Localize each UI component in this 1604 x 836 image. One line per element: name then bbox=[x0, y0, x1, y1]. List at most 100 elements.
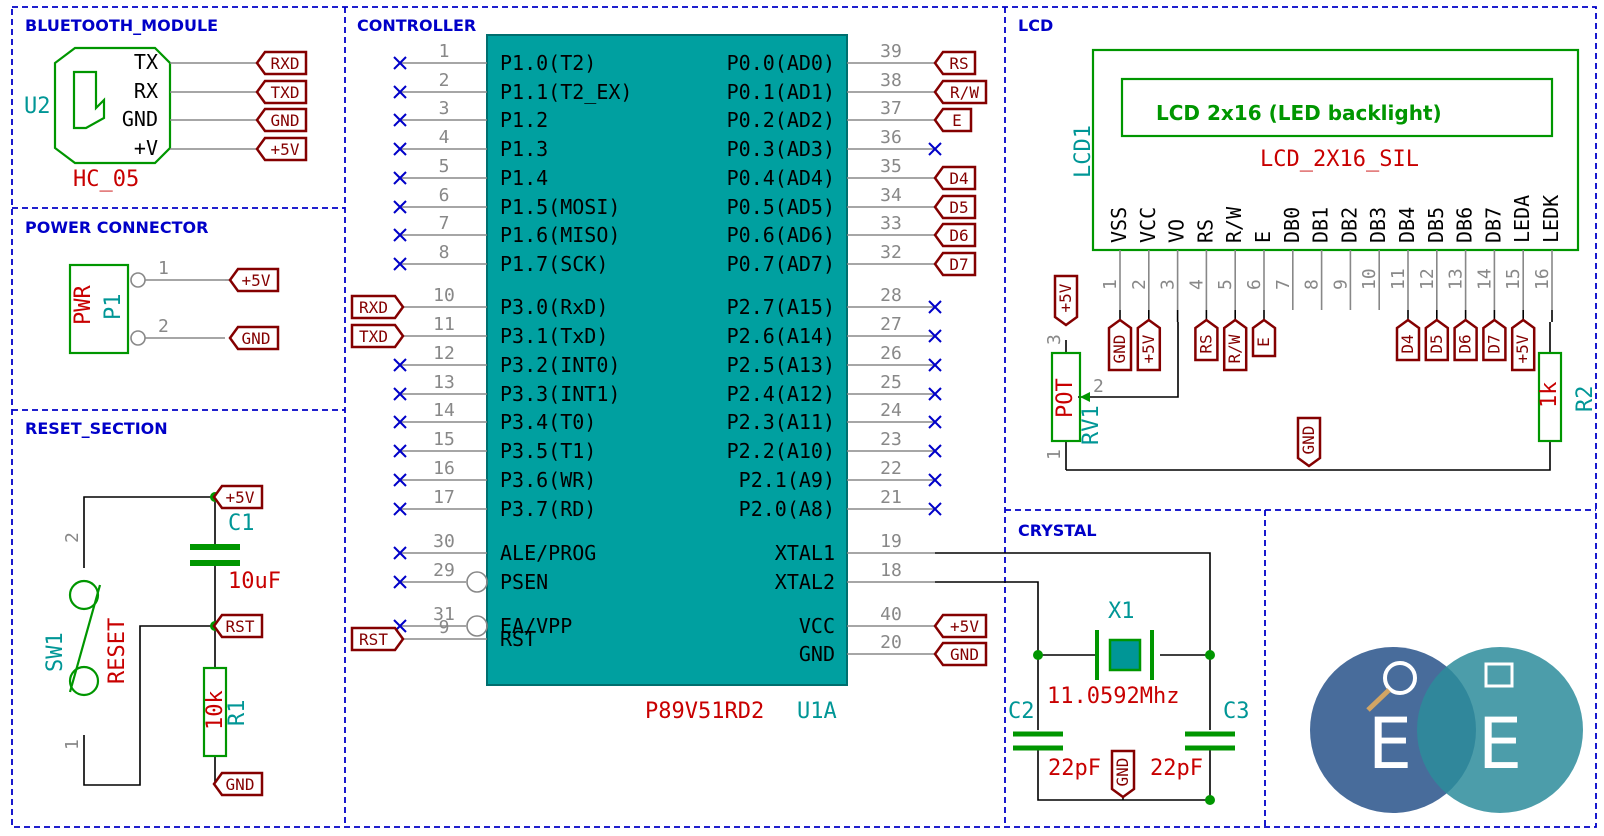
u1-ref: U1A bbox=[797, 699, 837, 724]
net-label-txd: TXD bbox=[350, 323, 405, 349]
p1-ref: P1 bbox=[101, 294, 126, 321]
svg-text:15: 15 bbox=[433, 429, 455, 450]
x1-ref: X1 bbox=[1108, 599, 1135, 624]
no-connect-mark bbox=[393, 575, 407, 589]
svg-text:23: 23 bbox=[880, 429, 902, 450]
no-connect-mark bbox=[928, 142, 942, 156]
net-label-p5v: +5V bbox=[933, 613, 988, 639]
p1-pin2-num: 2 bbox=[158, 316, 169, 337]
no-connect-mark bbox=[393, 502, 407, 516]
net-label-lcd-14: D7 bbox=[1482, 310, 1507, 362]
svg-text:13: 13 bbox=[1446, 268, 1467, 290]
no-connect-mark bbox=[393, 257, 407, 271]
section-title-lcd: LCD bbox=[1018, 16, 1053, 35]
svg-text:P0.6(AD6): P0.6(AD6) bbox=[727, 223, 835, 247]
svg-text:DB0: DB0 bbox=[1280, 207, 1304, 243]
svg-text:37: 37 bbox=[880, 98, 902, 119]
p1-pin1-num: 1 bbox=[158, 258, 169, 279]
rv1-wiper-arrow bbox=[1080, 392, 1090, 402]
no-connect-mark bbox=[928, 329, 942, 343]
svg-text:RS: RS bbox=[949, 54, 968, 73]
svg-text:DB4: DB4 bbox=[1395, 207, 1419, 243]
section-frames bbox=[11, 6, 1597, 828]
logo-circle-right bbox=[1417, 647, 1583, 813]
svg-text:D6: D6 bbox=[1456, 334, 1475, 353]
svg-text:EA/VPP: EA/VPP bbox=[500, 614, 572, 638]
controller-pin-11: 11 P3.1(TxD) TXD bbox=[350, 314, 608, 349]
svg-text:16: 16 bbox=[1532, 268, 1553, 290]
svg-text:13: 13 bbox=[433, 372, 455, 393]
svg-text:D4: D4 bbox=[949, 169, 968, 188]
svg-text:+V: +V bbox=[134, 136, 158, 160]
logo-letter-left: E bbox=[1368, 703, 1412, 785]
no-connect-mark bbox=[393, 142, 407, 156]
svg-text:3: 3 bbox=[439, 98, 450, 119]
svg-text:GND: GND bbox=[122, 107, 158, 131]
svg-text:P0.4(AD4): P0.4(AD4) bbox=[727, 166, 835, 190]
lcd-pins: VSS1GNDVCC2+5VVO3RS4RSR/W5R/WE6EDB07DB18… bbox=[1100, 195, 1563, 372]
rv1-pin1-num: 1 bbox=[1044, 449, 1065, 460]
svg-text:P3.2(INT0): P3.2(INT0) bbox=[500, 353, 620, 377]
no-connect-mark bbox=[393, 358, 407, 372]
c3-ref: C3 bbox=[1223, 699, 1250, 724]
svg-text:TXD: TXD bbox=[359, 327, 388, 346]
svg-text:P3.1(TxD): P3.1(TxD) bbox=[500, 324, 608, 348]
svg-text:XTAL1: XTAL1 bbox=[775, 541, 835, 565]
svg-text:VO: VO bbox=[1165, 219, 1189, 243]
svg-text:D7: D7 bbox=[949, 255, 968, 274]
svg-text:18: 18 bbox=[880, 560, 902, 581]
svg-text:P1.1(T2_EX): P1.1(T2_EX) bbox=[500, 80, 632, 104]
lcd-pin-5: R/W5R/W bbox=[1215, 206, 1248, 372]
net-label-lcd-5: R/W bbox=[1222, 310, 1248, 372]
net-label-lcd-2: +5V bbox=[1136, 310, 1162, 372]
svg-text:11: 11 bbox=[433, 314, 455, 335]
p1-body bbox=[68, 263, 130, 355]
sw1-pin1-num: 1 bbox=[62, 739, 83, 750]
svg-text:VCC: VCC bbox=[799, 614, 835, 638]
svg-text:39: 39 bbox=[880, 41, 902, 62]
svg-text:VSS: VSS bbox=[1107, 207, 1131, 243]
lcd-pin-3: VO3 bbox=[1158, 219, 1189, 322]
lcd-body bbox=[1091, 48, 1580, 252]
switch-lever bbox=[68, 584, 102, 693]
logo-letter-right: E bbox=[1478, 703, 1522, 785]
lcd-ref: LCD1 bbox=[1071, 125, 1096, 178]
controller-pin-15: 15 P3.5(T1) bbox=[393, 429, 596, 463]
svg-text:P3.6(WR): P3.6(WR) bbox=[500, 468, 596, 492]
svg-text:E: E bbox=[1251, 231, 1275, 243]
svg-text:DB6: DB6 bbox=[1453, 207, 1477, 243]
svg-text:GND: GND bbox=[950, 645, 979, 664]
svg-text:LEDA: LEDA bbox=[1510, 195, 1534, 243]
r2-value: 1k bbox=[1537, 382, 1562, 409]
svg-text:P3.0(RxD): P3.0(RxD) bbox=[500, 295, 608, 319]
section-title-crystal: CRYSTAL bbox=[1018, 521, 1097, 540]
net-label-rxd: RXD bbox=[350, 294, 405, 320]
svg-text:DB5: DB5 bbox=[1424, 207, 1448, 243]
net-label-lcd-15: +5V bbox=[1510, 310, 1536, 372]
c1-value: 10uF bbox=[228, 569, 281, 594]
controller-right-pins: 39P0.0(AD0)RS38P0.1(AD1)R/W37P0.2(AD2)E3… bbox=[727, 41, 988, 667]
svg-text:P3.5(T1): P3.5(T1) bbox=[500, 439, 596, 463]
svg-text:GND: GND bbox=[242, 329, 271, 348]
net-label-lcd-1: GND bbox=[1107, 310, 1133, 372]
switch-contact bbox=[68, 665, 100, 697]
svg-text:+5V: +5V bbox=[271, 140, 300, 159]
svg-text:22: 22 bbox=[880, 458, 902, 479]
svg-text:34: 34 bbox=[880, 185, 902, 206]
rv1-pin3-num: 3 bbox=[1044, 334, 1065, 345]
